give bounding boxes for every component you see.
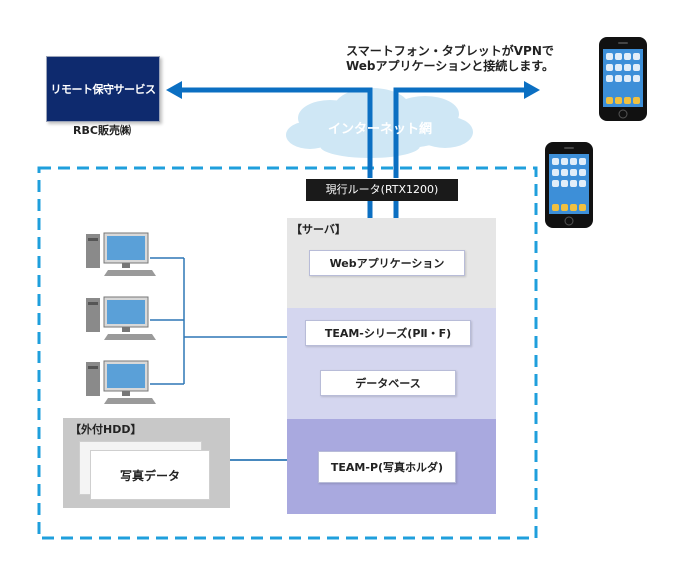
server-title: 【サーバ】 (291, 223, 346, 236)
photo-data-box: 写真データ (90, 450, 210, 500)
remote-office-box: リモート保守サービス (46, 56, 160, 122)
desktop-pc-icon (86, 360, 156, 404)
remote-office-caption: RBC販売㈱ (73, 124, 131, 137)
arrow-to-remote (180, 87, 373, 178)
web-application-box: Webアプリケーション (309, 250, 465, 276)
remote-office-label: リモート保守サービス (50, 83, 157, 96)
desktop-pc-icon (86, 232, 156, 276)
database-box: データベース (320, 370, 456, 396)
team-p-box: TEAM-P(写真ホルダ) (318, 451, 456, 483)
router-label: 現行ルータ(RTX1200) (306, 179, 458, 201)
vpn-note-line2: Webアプリケーションと接続します。 (345, 59, 555, 73)
desktop-pc-icon (86, 296, 156, 340)
smartphone-icon (545, 142, 593, 228)
smartphone-icon (599, 37, 647, 121)
internet-label: インターネット網 (327, 122, 432, 137)
arrow-to-smartphone (393, 87, 524, 178)
vpn-note-line1: スマートフォン・タブレットがVPNで (346, 44, 554, 58)
vpn-note: スマートフォン・タブレットがVPNで Webアプリケーションと接続します。 (300, 44, 600, 74)
cloud-icon (286, 88, 473, 158)
arrowhead-left (166, 81, 182, 99)
external-hdd-title: 【外付HDD】 (70, 423, 142, 436)
team-series-box: TEAM-シリーズ(PⅡ・F) (305, 320, 471, 346)
arrowhead-right (524, 81, 540, 99)
lan-boundary (37, 166, 538, 540)
